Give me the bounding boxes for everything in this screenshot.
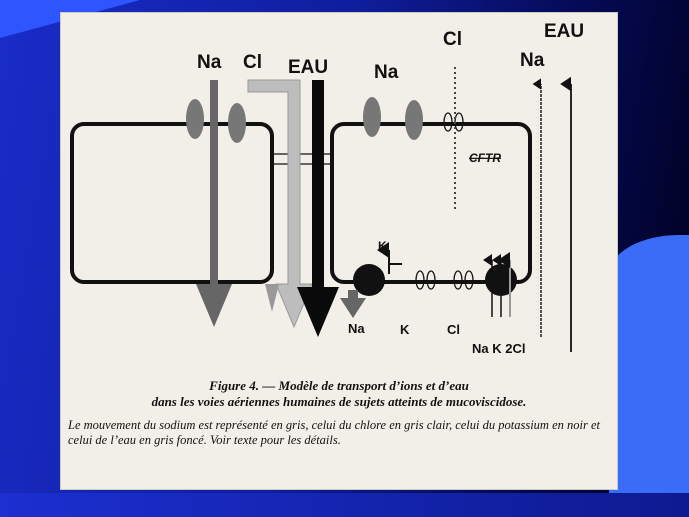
label-cl-top-left: Cl xyxy=(243,52,262,73)
label-cl-top-right: Cl xyxy=(443,29,462,50)
na-flux-arrow-left xyxy=(196,80,232,327)
decorative-accent-bottom xyxy=(0,493,689,517)
label-eau-far-right: EAU xyxy=(544,21,584,42)
label-eau-top-center: EAU xyxy=(288,57,328,78)
na-k-pump xyxy=(353,264,385,296)
cl-flux-arrowhead-secondary xyxy=(265,284,279,312)
cl-channel-2 xyxy=(464,270,474,290)
cftr-channel-left xyxy=(443,112,453,132)
figure-title-line-2: dans les voies aériennes humaines de suj… xyxy=(151,394,527,409)
na-channel-left-1 xyxy=(186,99,204,139)
label-k-pump: K xyxy=(378,239,387,253)
water-flux-arrow xyxy=(297,80,339,337)
na-channel-right-2 xyxy=(405,100,423,140)
figure-caption-text: Le mouvement du sodium est représenté en… xyxy=(68,418,600,447)
left-epithelial-cell xyxy=(70,122,274,284)
na-flux-arrow-basolateral xyxy=(340,290,366,318)
right-epithelial-cell xyxy=(330,122,532,284)
na-channel-left-2 xyxy=(228,103,246,143)
label-na-bottom: Na xyxy=(348,321,365,336)
label-cftr: CFTR xyxy=(469,151,501,165)
na-channel-right-1 xyxy=(363,97,381,137)
label-na-far-right: Na xyxy=(520,50,545,71)
decorative-accent-right xyxy=(609,235,689,517)
figure-scan: Na Cl EAU Na Cl Na EAU CFTR K Na K Cl Na… xyxy=(60,12,618,490)
k-channel-2 xyxy=(426,270,436,290)
cl-flux-arrow xyxy=(247,79,313,329)
label-k-bottom: K xyxy=(400,322,410,337)
label-cl-bottom: Cl xyxy=(447,322,460,337)
figure-title-line-1: Figure 4. — Modèle de transport d’ions e… xyxy=(209,378,469,393)
figure-title: Figure 4. — Modèle de transport d’ions e… xyxy=(60,378,618,410)
label-na-top-left: Na xyxy=(197,52,222,73)
cl-channel-1 xyxy=(453,270,463,290)
label-na-top-right-cell: Na xyxy=(374,62,399,83)
transport-diagram: Na Cl EAU Na Cl Na EAU CFTR K Na K Cl Na… xyxy=(70,21,584,356)
label-nak2cl-bottom: Na K 2Cl xyxy=(472,341,525,356)
k-channel-1 xyxy=(415,270,425,290)
